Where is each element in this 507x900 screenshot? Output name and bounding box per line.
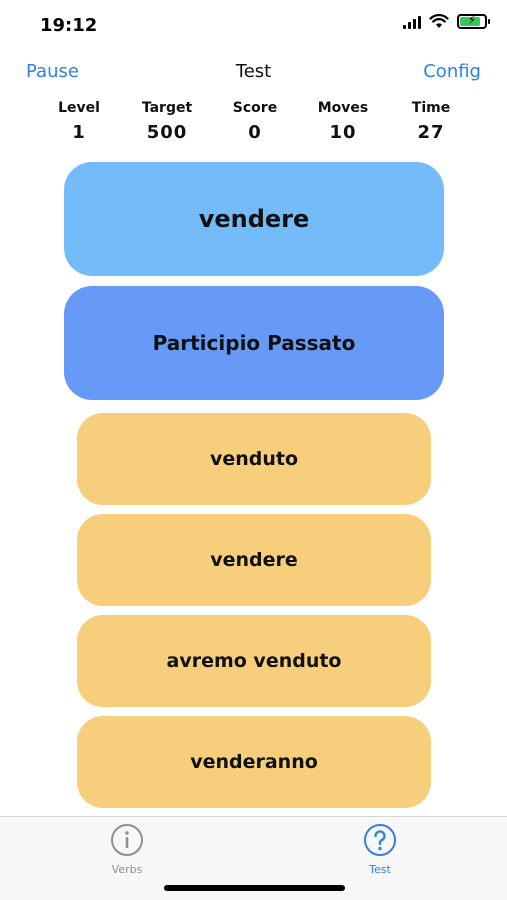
answer-option-4[interactable]: venderanno <box>77 716 431 808</box>
stat-value: 10 <box>329 122 357 143</box>
status-time: 19:12 <box>40 15 98 36</box>
stat-label: Time <box>411 100 451 116</box>
battery-icon: ⚡ <box>457 13 490 29</box>
answer-option-3[interactable]: avremo venduto <box>77 615 431 707</box>
stats-row: Level 1 Target 500 Score 0 Moves 10 Time… <box>40 100 470 143</box>
stat-label: Moves <box>317 100 369 116</box>
tense-card: Participio Passato <box>64 286 444 400</box>
stat-level: Level 1 <box>40 100 118 143</box>
stat-value: 500 <box>146 122 188 143</box>
stat-target: Target 500 <box>128 100 206 143</box>
tab-verbs[interactable]: Verbs <box>77 823 177 876</box>
stat-value: 27 <box>417 122 445 143</box>
stat-value: 1 <box>72 122 86 143</box>
stat-label: Level <box>58 100 100 116</box>
tab-test[interactable]: Test <box>330 823 430 876</box>
status-bar: 19:12 ⚡ <box>0 0 507 50</box>
battery-level <box>460 17 481 26</box>
stat-time: Time 27 <box>392 100 470 143</box>
status-icons: ⚡ <box>403 13 490 29</box>
navigation-bar: Pause Test Config <box>0 55 507 89</box>
charging-bolt-icon: ⚡ <box>467 13 477 27</box>
page-title: Test <box>235 61 272 82</box>
stat-label: Score <box>232 100 278 116</box>
config-button[interactable]: Config <box>423 61 481 82</box>
tab-label: Verbs <box>111 863 143 876</box>
question-icon <box>364 824 396 856</box>
tab-label: Test <box>369 863 391 876</box>
stat-moves: Moves 10 <box>304 100 382 143</box>
stat-value: 0 <box>248 122 262 143</box>
cellular-signal-icon <box>403 15 421 29</box>
home-indicator <box>164 885 345 891</box>
wifi-icon <box>429 14 449 28</box>
stat-label: Target <box>141 100 193 116</box>
answer-option-1[interactable]: venduto <box>77 413 431 505</box>
pause-button[interactable]: Pause <box>26 61 79 82</box>
stat-score: Score 0 <box>216 100 294 143</box>
info-icon <box>111 824 143 856</box>
answer-option-2[interactable]: vendere <box>77 514 431 606</box>
verb-card: vendere <box>64 162 444 276</box>
